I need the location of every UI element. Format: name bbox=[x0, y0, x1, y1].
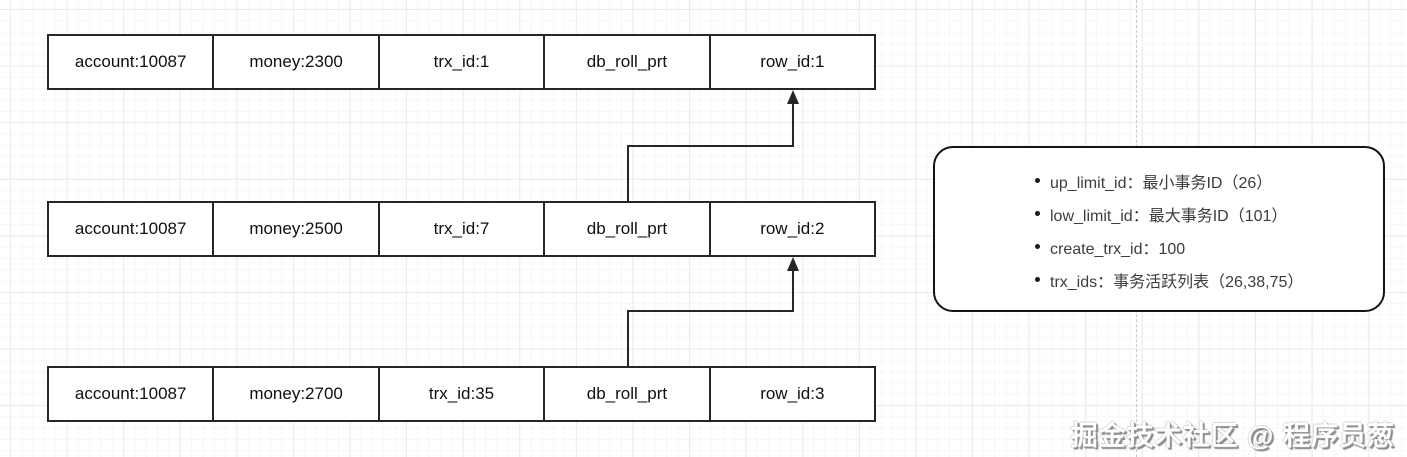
bullet-icon bbox=[1035, 178, 1040, 183]
cell-db-roll-prt: db_roll_prt bbox=[543, 203, 708, 255]
record-row-version-3: account:10087 money:2700 trx_id:35 db_ro… bbox=[47, 366, 876, 422]
readview-item-label: create_trx_id：100 bbox=[1050, 240, 1186, 258]
readview-item-label: trx_ids：事务活跃列表（26,38,75） bbox=[1050, 273, 1304, 291]
bullet-icon bbox=[1035, 244, 1040, 249]
cell-account: account:10087 bbox=[74, 384, 187, 403]
cell-db-roll-prt: db_roll_prt bbox=[543, 368, 708, 420]
roll-pointer-arrow-row2-to-row1 bbox=[627, 90, 799, 201]
bullet-icon bbox=[1035, 277, 1040, 282]
cell-row-id: row_id:1 bbox=[708, 36, 874, 88]
cell-trx-id: trx_id:7 bbox=[377, 203, 543, 255]
watermark-text: 掘金技术社区 @ 程序员葱 bbox=[1070, 421, 1395, 451]
bullet-icon bbox=[1035, 211, 1040, 216]
readview-item-create-trx-id: create_trx_id：100 bbox=[1035, 230, 1373, 263]
roll-pointer-arrow-row3-to-row2 bbox=[627, 257, 799, 366]
readview-item-trx-ids: trx_ids：事务活跃列表（26,38,75） bbox=[1035, 263, 1373, 296]
readview-item-label: up_limit_id：最小事务ID（26） bbox=[1050, 174, 1273, 192]
cell-row-id: row_id:3 bbox=[708, 368, 874, 420]
cell-row-id: row_id:2 bbox=[708, 203, 874, 255]
cell-account: account:10087 bbox=[74, 52, 187, 71]
readview-item-low-limit-id: low_limit_id：最大事务ID（101） bbox=[1035, 197, 1373, 230]
readview-info-box: up_limit_id：最小事务ID（26） low_limit_id：最大事务… bbox=[933, 146, 1385, 312]
readview-item-label: low_limit_id：最大事务ID（101） bbox=[1050, 207, 1288, 225]
record-row-version-2: account:10087 money:2500 trx_id:7 db_rol… bbox=[47, 201, 876, 257]
cell-money: money:2700 bbox=[212, 368, 377, 420]
cell-money: money:2300 bbox=[212, 36, 377, 88]
cell-account: account:10087 bbox=[74, 219, 187, 238]
readview-item-up-limit-id: up_limit_id：最小事务ID（26） bbox=[1035, 164, 1373, 197]
cell-trx-id: trx_id:35 bbox=[377, 368, 543, 420]
record-row-version-1: account:10087 money:2300 trx_id:1 db_rol… bbox=[47, 34, 876, 90]
cell-db-roll-prt: db_roll_prt bbox=[543, 36, 708, 88]
cell-money: money:2500 bbox=[212, 203, 377, 255]
cell-trx-id: trx_id:1 bbox=[377, 36, 543, 88]
